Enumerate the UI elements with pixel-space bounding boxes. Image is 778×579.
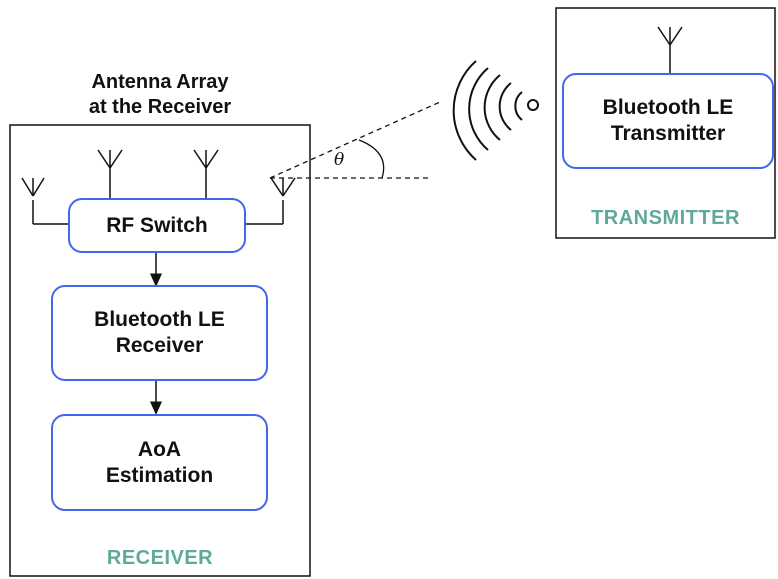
antenna-array-caption-line1: Antenna Array bbox=[91, 71, 229, 93]
ble-transmitter-label-line1: Bluetooth LE bbox=[602, 96, 734, 119]
signal-waves-icon bbox=[452, 60, 539, 161]
ble-receiver-block: Bluetooth LE Receiver bbox=[51, 285, 268, 381]
angle-theta-label: θ bbox=[334, 150, 345, 170]
aoa-label-line2: Estimation bbox=[105, 463, 214, 487]
transmitter-section-label: TRANSMITTER bbox=[591, 207, 740, 229]
antenna-icon bbox=[246, 177, 296, 225]
rf-switch-block: RF Switch bbox=[68, 198, 246, 253]
receiver-frame bbox=[9, 124, 311, 577]
antenna-icon bbox=[21, 177, 70, 225]
aoa-label-line1: AoA bbox=[137, 437, 182, 461]
ble-transmitter-label-line2: Transmitter bbox=[610, 122, 726, 145]
ble-receiver-label-line2: Receiver bbox=[115, 334, 204, 357]
aoa-estimation-block: AoA Estimation bbox=[51, 414, 268, 511]
antenna-icon bbox=[193, 149, 219, 198]
angle-incident-line bbox=[269, 101, 441, 179]
ble-receiver-label-line1: Bluetooth LE bbox=[94, 308, 225, 331]
receiver-section-label: RECEIVER bbox=[106, 547, 214, 569]
angle-arc bbox=[358, 139, 385, 179]
antenna-icon bbox=[97, 149, 123, 198]
antenna-array-caption: Antenna Array at the Receiver bbox=[40, 70, 280, 120]
rf-switch-label: RF Switch bbox=[106, 213, 208, 237]
antenna-icon bbox=[657, 26, 683, 73]
ble-transmitter-block: Bluetooth LE Transmitter bbox=[562, 73, 774, 169]
antenna-array-caption-line2: at the Receiver bbox=[88, 96, 232, 118]
transmitter-frame bbox=[555, 7, 776, 239]
